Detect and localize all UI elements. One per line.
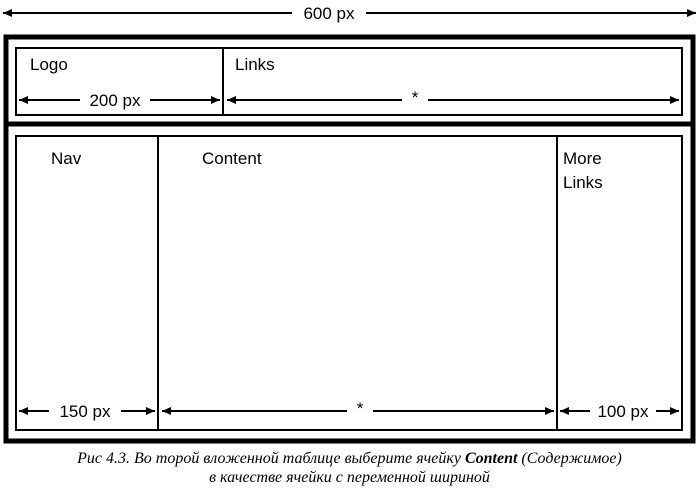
caption-line-1: Рис 4.3. Во торой вложенной таблице выбе… [0, 449, 699, 468]
header-table [15, 47, 683, 116]
caption-highlight-term: Content [464, 450, 518, 467]
more-links-width-label: 100 px [597, 402, 649, 421]
nav-cell-label: Nav [51, 149, 82, 168]
caption-line-1-start: Рис 4.3. Во торой вложенной таблице выбе… [77, 450, 465, 467]
content-cell-label: Content [202, 149, 262, 168]
caption-line-1-end: (Содержимое) [517, 450, 622, 467]
body-table [15, 135, 683, 431]
links-cell-label: Links [235, 55, 275, 74]
outer-width-label: 600 px [303, 4, 355, 23]
outer-table-frame [3, 34, 696, 444]
content-width-label: * [357, 399, 364, 418]
figure-caption: Рис 4.3. Во торой вложенной таблице выбе… [0, 449, 699, 487]
page-layout-diagram: 600 px Logo Links 200 px * Nav Content M… [3, 4, 696, 444]
logo-width-label: 200 px [89, 91, 141, 110]
nav-width-label: 150 px [59, 402, 111, 421]
logo-cell-label: Logo [30, 55, 68, 74]
more-links-cell-label-line2: Links [563, 173, 603, 192]
caption-line-2: в качестве ячейки с переменной шириной [209, 469, 490, 486]
more-links-cell-label-line1: More [563, 149, 602, 168]
links-width-label: * [412, 88, 419, 107]
